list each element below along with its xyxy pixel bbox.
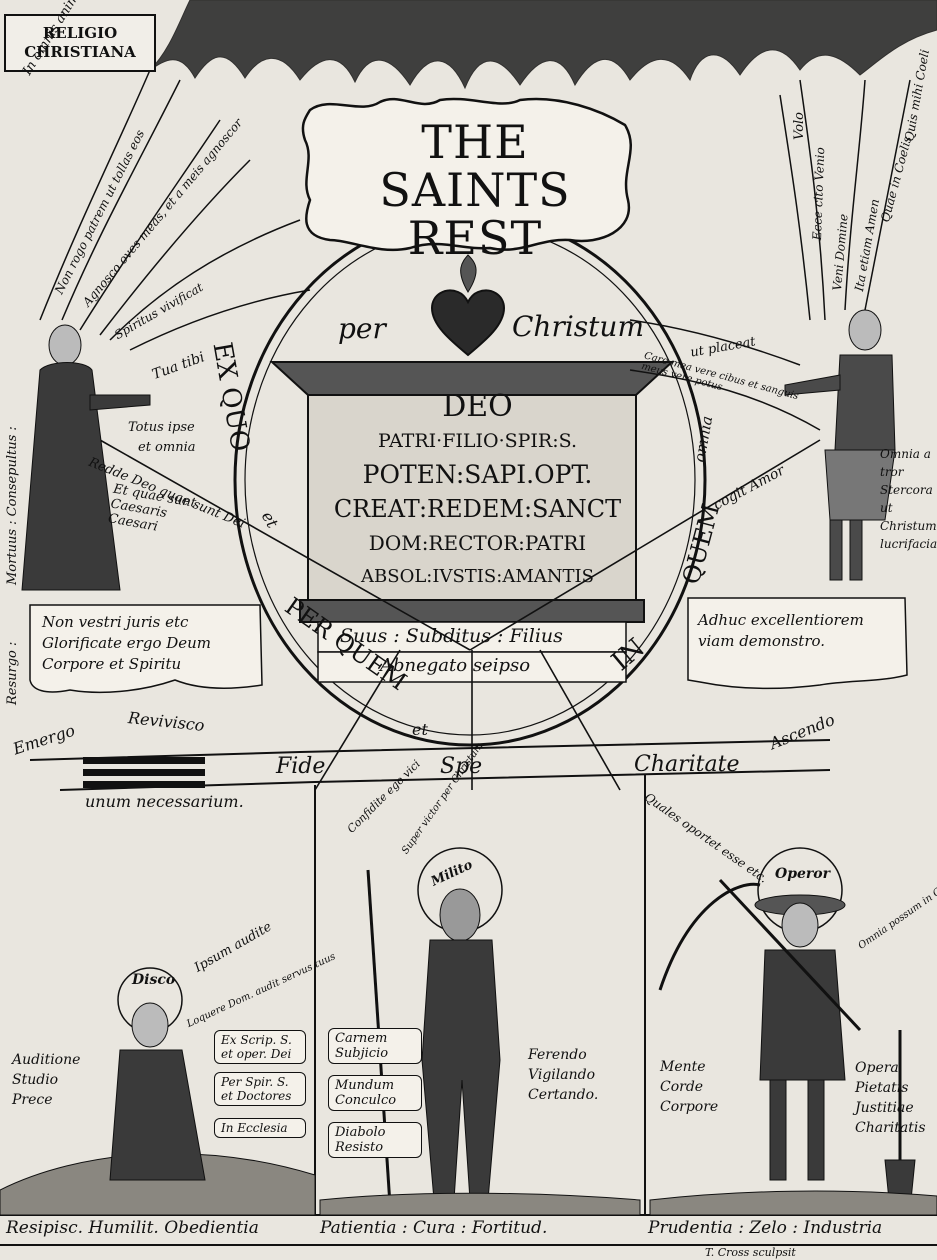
charitatis: Charitatis [855, 1120, 926, 1136]
altar-line2: PATRI·FILIO·SPIR:S. [377, 430, 578, 452]
footer-center: Patientia : Cura : Fortitud. [320, 1218, 548, 1238]
fide: Fide [276, 754, 326, 779]
left-caption-text: Non vestri juris etc Glorificate ergo De… [42, 612, 211, 675]
prece: Prece [12, 1092, 53, 1108]
left-box-line3: Corpore et Spiritu [42, 655, 182, 673]
per-label: per [338, 312, 386, 345]
milito-caption: Ferendo Vigilando Certando. [528, 1045, 598, 1105]
totus-ipse: Totus ipse [128, 420, 195, 435]
right-box-line1: Adhuc excellentiorem [698, 611, 864, 629]
left-box-line2: Glorificate ergo Deum [42, 634, 212, 652]
altar-inscription: DEO PATRI·FILIO·SPIR:S. POTEN:SAPI.OPT. … [320, 385, 635, 594]
right-side-1: Omnia a [880, 447, 931, 461]
fide-spe-band [29, 739, 831, 791]
tag-ex-scrip: Ex Scrip. S. et oper. Dei [214, 1030, 306, 1064]
disco-caption: Auditione Studio Prece [12, 1050, 80, 1110]
corner-label-line2: CHRISTIANA [24, 43, 136, 61]
vigilando: Vigilando [528, 1067, 596, 1083]
pietatis: Pietatis [855, 1080, 909, 1096]
scroll-ribbons [39, 69, 911, 431]
right-scroll-1: Volo [792, 111, 807, 140]
resurgo: Resurgo : [5, 641, 20, 705]
et-omnia: et omnia [138, 440, 196, 455]
ground-right [649, 1190, 937, 1216]
corpore: Corpore [660, 1099, 719, 1115]
heart-emblem [430, 254, 506, 357]
ground-center [319, 1192, 641, 1216]
spe: Spe [440, 754, 483, 779]
corner-label-line1: RELIGIO [42, 24, 118, 42]
studio: Studio [12, 1072, 59, 1088]
right-side-text: Omnia a tror Stercora ut Christum lucrif… [880, 445, 937, 553]
justitiae: Justitiae [855, 1100, 914, 1116]
title-line1: THE SAINTS [379, 115, 571, 217]
altar-line6: ABSOL:IVSTIS:AMANTIS [361, 566, 594, 587]
opera: Opera [855, 1060, 899, 1076]
left-figure [21, 324, 151, 591]
disco-halo-label: Disco [132, 972, 176, 988]
bottom-right-figure [658, 847, 916, 1211]
charitate: Charitate [634, 752, 740, 777]
certando: Certando. [528, 1087, 599, 1103]
right-box-line2: viam demonstro. [698, 632, 826, 650]
title-cartouche [301, 97, 632, 252]
operor-halo-label: Operor [775, 866, 830, 882]
right-caption-box [687, 597, 908, 690]
altar-line1: DEO [442, 389, 513, 424]
left-box-line1: Non vestri juris etc [42, 613, 189, 631]
left-caption-box [29, 604, 263, 694]
suus-subditus-filius: Suus : Subditus : Filius [340, 625, 563, 647]
tag-in-ecclesia: In Ecclesia [214, 1118, 306, 1138]
flames-border [149, 0, 937, 90]
tag-carnem-subjicio: Carnem Subjicio [328, 1028, 422, 1064]
footer-right: Prudentia : Zelo : Industria [648, 1218, 883, 1238]
footer-left: Resipisc. Humilit. Obedientia [6, 1218, 259, 1238]
christum-label: Christum [512, 310, 645, 343]
title-line2: REST [407, 211, 543, 265]
mortuus-consepultus: Mortuus : Consepultus : [5, 426, 20, 585]
right-caption-text: Adhuc excellentiorem viam demonstro. [698, 610, 864, 652]
page-title: THE SAINTS REST [330, 118, 620, 262]
bottom-center-figure [366, 847, 503, 1206]
altar-line3: POTEN:SAPI.OPT. [362, 460, 593, 489]
corde: Corde [660, 1079, 704, 1095]
unum-necessarium: unum necessarium. [85, 792, 244, 811]
tag-mundum-conculco: Mundum Conculco [328, 1075, 422, 1111]
oval-et-bottom: et [412, 720, 428, 739]
right-side-3: ut Christum [880, 501, 937, 533]
religio-christiana-label: RELIGIO CHRISTIANA [4, 14, 156, 72]
right-figure [784, 309, 896, 581]
altar-line4: CREAT:REDEM:SANCT [333, 495, 622, 523]
abnegato-seipso: Abnegato seipso [380, 655, 531, 676]
right-side-2: tror Stercora [880, 465, 933, 497]
ferendo: Ferendo [528, 1047, 587, 1063]
opera-text: Opera Pietatis Justitiae Charitatis [855, 1058, 926, 1138]
right-side-4: lucrifaciam [880, 537, 937, 551]
auditione: Auditione [12, 1052, 81, 1068]
tag-per-spir: Per Spir. S. et Doctores [214, 1072, 306, 1106]
rays [99, 439, 821, 791]
operor-caption: Mente Corde Corpore [660, 1057, 718, 1117]
tag-diabolo-resisto: Diabolo Resisto [328, 1122, 422, 1158]
altar-line5: DOM:RECTOR:PATRI [368, 531, 587, 555]
mente: Mente [660, 1059, 706, 1075]
engraver-credit: T. Cross sculpsit [705, 1246, 796, 1259]
bottom-left-figure [109, 967, 206, 1181]
